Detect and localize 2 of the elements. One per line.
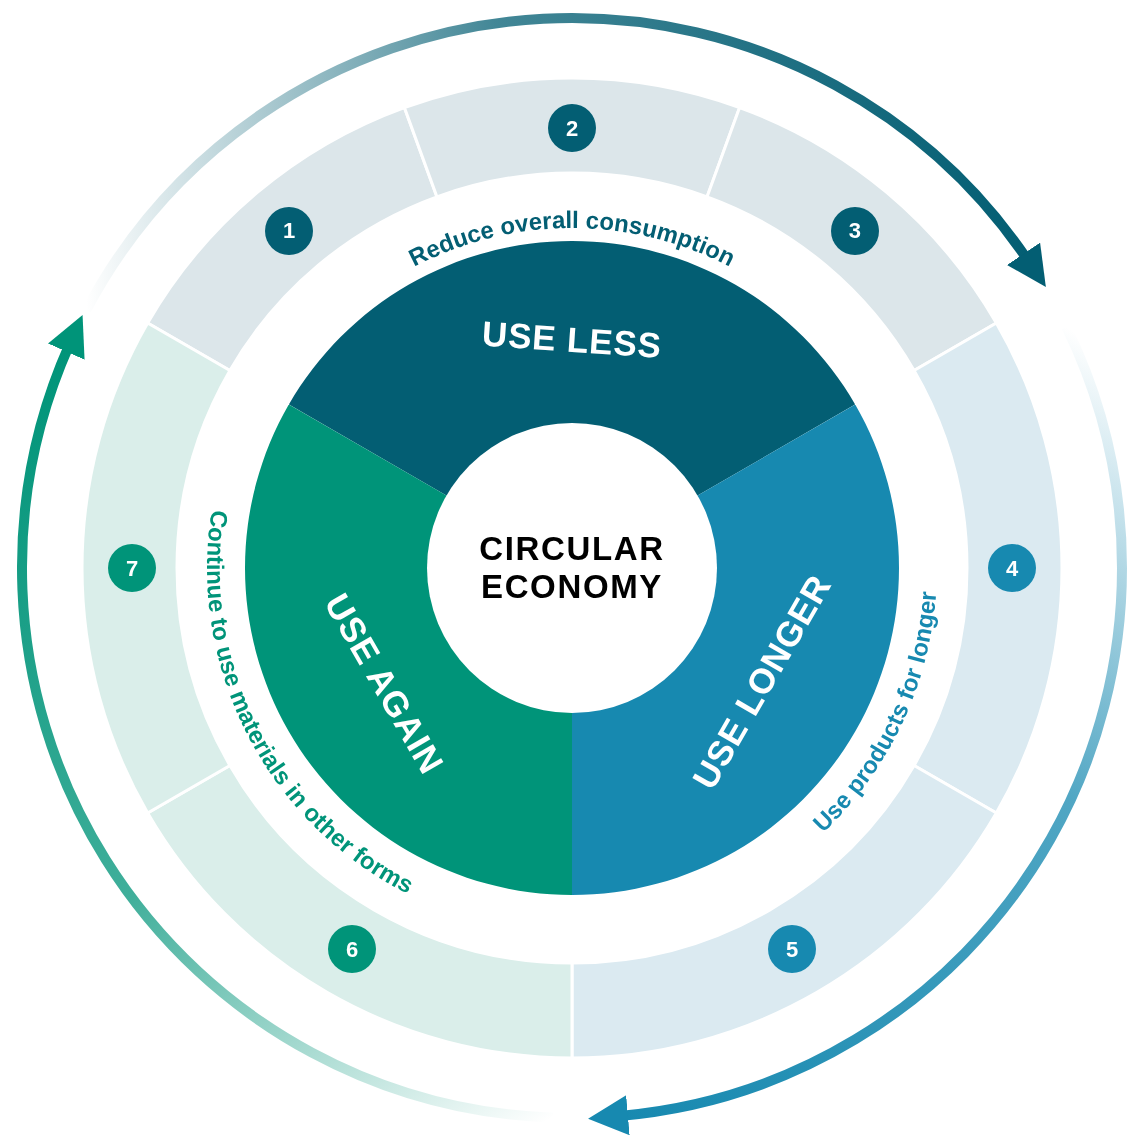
center-title: CIRCULAR ECONOMY	[478, 530, 666, 606]
wedge-title: USE LESS	[480, 312, 664, 367]
